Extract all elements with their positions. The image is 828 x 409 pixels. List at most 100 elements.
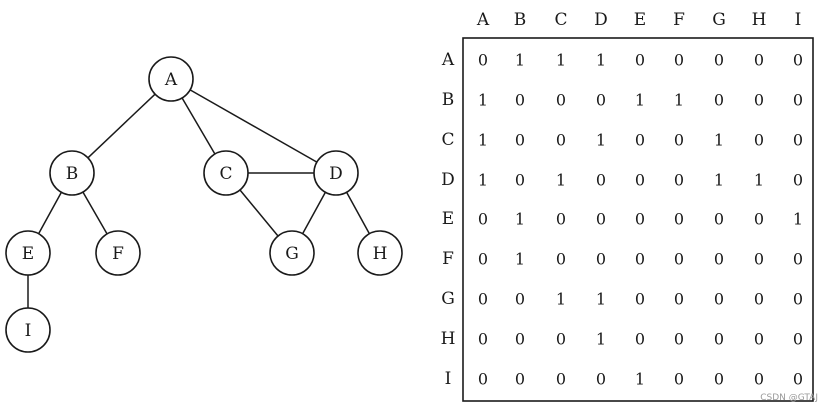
column-header-C: C <box>554 10 567 30</box>
matrix-cell: 0 <box>556 250 566 269</box>
matrix-cell: 0 <box>556 131 566 150</box>
node-A: A <box>148 56 194 102</box>
node-circle <box>269 230 315 276</box>
node-B: B <box>49 150 95 196</box>
matrix-cell: 0 <box>515 91 525 110</box>
node-G: G <box>269 230 315 276</box>
row-header-E: E <box>442 209 454 229</box>
matrix-cell: 0 <box>478 250 488 269</box>
matrix-cell: 1 <box>714 171 724 190</box>
matrix-cell: 0 <box>556 370 566 389</box>
matrix-cell: 1 <box>793 210 803 229</box>
matrix-cell: 0 <box>478 210 488 229</box>
node-I: I <box>5 307 51 353</box>
row-header-I: I <box>445 369 452 389</box>
node-circle <box>49 150 95 196</box>
matrix-cell: 0 <box>478 51 488 70</box>
edge-B-E <box>37 191 63 235</box>
matrix-cell: 0 <box>714 290 724 309</box>
node-label: H <box>373 244 388 264</box>
matrix-cell: 1 <box>714 131 724 150</box>
node-C: C <box>203 150 249 196</box>
matrix-cell: 0 <box>674 290 684 309</box>
matrix-cell: 1 <box>515 250 525 269</box>
node-F: F <box>95 230 141 276</box>
matrix-cell: 0 <box>674 210 684 229</box>
node-label: E <box>22 244 34 264</box>
node-label: A <box>164 70 178 90</box>
matrix-cell: 1 <box>556 171 566 190</box>
node-circle <box>5 307 51 353</box>
matrix-cell: 0 <box>635 210 645 229</box>
node-circle <box>5 230 51 276</box>
matrix-cell: 0 <box>478 370 488 389</box>
node-H: H <box>357 230 403 276</box>
matrix-cell: 0 <box>754 210 764 229</box>
matrix-cell: 1 <box>515 210 525 229</box>
row-header-G: G <box>441 289 455 309</box>
node-E: E <box>5 230 51 276</box>
matrix-cell: 0 <box>674 51 684 70</box>
matrix-cell: 0 <box>635 330 645 349</box>
edge-D-G <box>301 191 327 235</box>
matrix-cell: 0 <box>674 131 684 150</box>
matrix-cell: 0 <box>635 51 645 70</box>
matrix-cell: 0 <box>714 210 724 229</box>
node-circle <box>313 150 359 196</box>
matrix-cell: 0 <box>714 330 724 349</box>
matrix-cell: 0 <box>793 51 803 70</box>
node-label: D <box>329 164 343 184</box>
matrix-cell: 0 <box>754 330 764 349</box>
matrix-cell: 0 <box>596 210 606 229</box>
matrix-cell: 0 <box>635 250 645 269</box>
matrix-cell: 0 <box>556 330 566 349</box>
matrix-cell: 1 <box>635 91 645 110</box>
column-header-A: A <box>476 10 490 30</box>
row-header-B: B <box>442 90 455 110</box>
column-header-H: H <box>752 10 767 30</box>
row-header-D: D <box>441 170 455 190</box>
node-circle <box>203 150 249 196</box>
matrix-cell: 1 <box>478 91 488 110</box>
node-circle <box>357 230 403 276</box>
matrix-cell: 0 <box>754 131 764 150</box>
matrix-cell: 1 <box>556 51 566 70</box>
column-header-G: G <box>712 10 726 30</box>
edge-B-F <box>82 191 108 235</box>
matrix-cell: 0 <box>674 330 684 349</box>
matrix-cell: 0 <box>515 131 525 150</box>
matrix-cell: 0 <box>714 250 724 269</box>
watermark-text: CSDN @GTAJ <box>760 393 818 403</box>
matrix-cell: 0 <box>793 91 803 110</box>
graph-edges <box>27 89 371 308</box>
node-circle <box>95 230 141 276</box>
matrix-cell: 1 <box>478 171 488 190</box>
matrix-cell: 0 <box>674 370 684 389</box>
matrix-cell: 0 <box>596 250 606 269</box>
matrix-cell: 0 <box>714 91 724 110</box>
matrix-cell: 0 <box>596 91 606 110</box>
node-label: C <box>219 164 232 184</box>
matrix-cell: 1 <box>515 51 525 70</box>
row-header-H: H <box>441 329 456 349</box>
matrix-cell: 0 <box>714 370 724 389</box>
matrix-cell: 0 <box>556 210 566 229</box>
edge-A-D <box>189 89 318 163</box>
edge-A-C <box>181 97 216 155</box>
matrix-cell: 0 <box>515 171 525 190</box>
matrix-cell: 1 <box>596 131 606 150</box>
matrix-cell: 0 <box>754 370 764 389</box>
column-header-D: D <box>594 10 608 30</box>
matrix-cell: 0 <box>793 250 803 269</box>
matrix-cell: 0 <box>596 370 606 389</box>
row-header-C: C <box>441 130 454 150</box>
edge-C-G <box>239 189 279 237</box>
matrix-cell: 0 <box>793 171 803 190</box>
edge-D-H <box>345 191 371 235</box>
node-label: I <box>25 321 32 341</box>
matrix-cell: 0 <box>674 171 684 190</box>
matrix-bracket-frame <box>462 37 814 402</box>
node-label: B <box>66 164 79 184</box>
